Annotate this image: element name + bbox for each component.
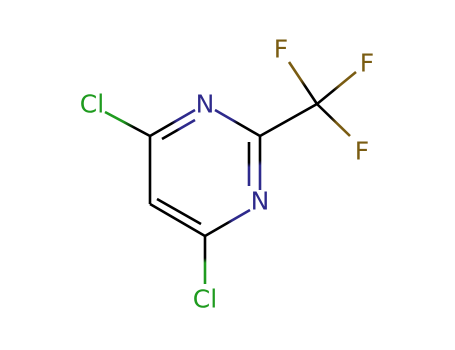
atom-label-cl-top: Cl: [80, 90, 104, 119]
bonds: [104, 61, 357, 284]
bond-n3-c2: [214, 108, 261, 138]
bond-n1-c6: [204, 208, 251, 238]
atom-label-n-bottom: N: [251, 187, 270, 216]
atom-label-f-bottom: F: [355, 137, 369, 166]
atom-label-cl-bottom: Cl: [193, 285, 217, 314]
bond-c2-cf3: [259, 102, 318, 138]
bond-c4-cl: [104, 110, 151, 138]
bond-cf3-f-bottom: [316, 103, 351, 137]
bond-cf3-f-top: [287, 61, 319, 105]
atom-label-n-top: N: [196, 90, 215, 119]
atom-label-f-right: F: [360, 49, 374, 78]
atom-label-f-top: F: [274, 35, 288, 64]
bond-c4-n3: [149, 108, 196, 138]
atom-labels: Cl N N Cl F F F: [80, 35, 374, 314]
bond-c6-c5-double: [156, 197, 202, 226]
bond-cf3-f-right: [316, 70, 357, 106]
bond-c4-n3-double: [161, 118, 196, 141]
bond-c6-c5: [149, 202, 206, 238]
